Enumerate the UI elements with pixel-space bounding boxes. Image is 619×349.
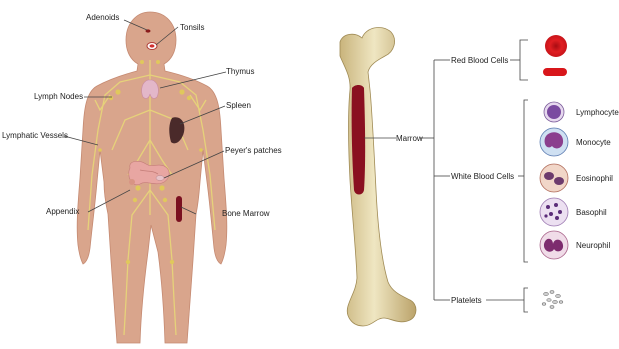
label-lymph-nodes: Lymph Nodes (34, 92, 83, 101)
basophil-cell (540, 198, 568, 226)
eosinophil-cell (540, 164, 568, 192)
label-marrow: Marrow (396, 134, 423, 143)
label-white-blood-cells: White Blood Cells (451, 172, 514, 181)
label-spleen: Spleen (226, 101, 251, 110)
label-peyers-patches: Peyer's patches (225, 146, 282, 155)
bone-marrow-cavity (352, 85, 366, 195)
label-basophil: Basophil (576, 208, 607, 217)
femur-bone (340, 27, 416, 326)
label-platelets: Platelets (451, 296, 482, 305)
label-adenoids: Adenoids (86, 13, 119, 22)
label-lymphatic-vessels: Lymphatic Vessels (2, 131, 68, 140)
neutrophil-cell (540, 231, 568, 259)
rbc-side-view (543, 68, 567, 76)
rbc-top-view (545, 35, 567, 57)
femur-outline (340, 27, 416, 326)
platelets-cluster (542, 291, 563, 309)
label-red-blood-cells: Red Blood Cells (451, 56, 508, 65)
red-blood-cells-group (543, 35, 567, 76)
bone-marrow-femur (176, 196, 182, 222)
label-lymphocyte: Lymphocyte (576, 108, 619, 117)
monocyte-cell (540, 128, 568, 156)
label-tonsils: Tonsils (180, 23, 204, 32)
label-thymus: Thymus (226, 67, 254, 76)
human-body-figure (77, 12, 227, 343)
label-monocyte: Monocyte (576, 138, 611, 147)
white-blood-cells-group (540, 102, 568, 259)
lymphocyte-cell (544, 102, 564, 122)
label-appendix: Appendix (46, 207, 79, 216)
tonsils-mark (150, 44, 155, 47)
label-neurophil: Neurophil (576, 241, 610, 250)
label-eosinophil: Eosinophil (576, 174, 613, 183)
label-bone-marrow: Bone Marrow (222, 209, 270, 218)
